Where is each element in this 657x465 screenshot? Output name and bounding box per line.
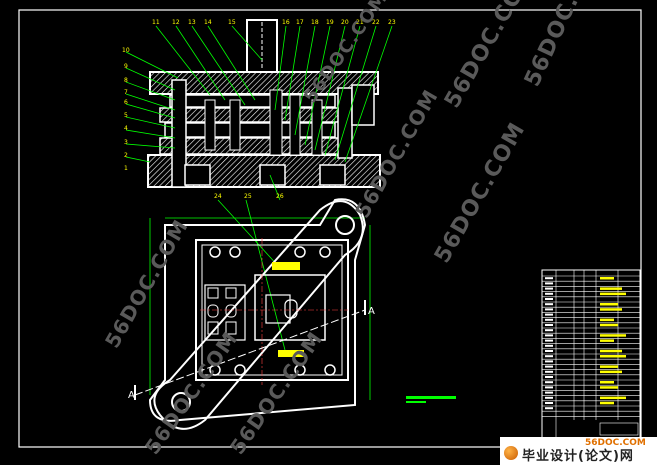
part-number-left: 7	[124, 89, 128, 96]
table-cell-text	[600, 386, 618, 389]
table-cell-text	[600, 401, 614, 405]
part-number-top: 22	[372, 19, 380, 26]
table-cell-text	[545, 391, 553, 394]
table-cell-text	[545, 407, 553, 410]
part-number-top: 16	[282, 19, 290, 26]
part-number-top: 21	[356, 19, 364, 26]
part-number-top: 17	[296, 19, 304, 26]
table-cell-text	[545, 376, 553, 378]
table-cell-text	[545, 287, 553, 290]
table-cell-text	[545, 402, 553, 404]
part-number-left: 3	[124, 139, 128, 146]
part-number-left: 10	[122, 47, 130, 54]
table-cell-text	[545, 360, 553, 363]
table-cell-text	[600, 365, 618, 368]
table-cell-text	[545, 313, 553, 316]
part-number-top: 14	[204, 19, 212, 26]
footer-banner: 56DOC.COM 毕业设计(论文)网	[500, 437, 657, 465]
table-cell-text	[545, 334, 553, 337]
table-cell-text	[600, 292, 626, 296]
part-number-top: 20	[341, 19, 349, 26]
part-number-top: 12	[172, 19, 180, 26]
table-cell-text	[600, 287, 622, 290]
part-number-top: 19	[326, 19, 334, 26]
table-cell-text	[545, 344, 553, 347]
part-number-top: 23	[388, 19, 396, 26]
table-cell-text	[600, 396, 626, 400]
part-number-left: 2	[124, 152, 128, 159]
part-number-top: 11	[152, 19, 160, 26]
table-cell-text	[545, 355, 553, 358]
part-number-top: 13	[188, 19, 196, 26]
part-number-top: 18	[311, 19, 319, 26]
plan-view	[134, 198, 456, 430]
table-cell-text	[545, 329, 553, 332]
table-cell-text	[600, 303, 618, 306]
table-cell-text	[600, 355, 626, 358]
table-cell-text	[545, 277, 553, 280]
table-cell-text	[545, 350, 553, 352]
brand-logo-icon	[504, 446, 518, 460]
table-cell-text	[545, 386, 553, 389]
drawing-frame	[18, 9, 642, 448]
table-cell-text	[545, 298, 553, 300]
table-cell-text	[545, 318, 553, 321]
table-cell-text	[545, 339, 553, 342]
part-number-left: 4	[124, 125, 128, 132]
section-mark-left: A	[128, 390, 135, 401]
part-labels: 11 12 13 14 15 16 17 18 19 20 21 22 23 1…	[122, 19, 396, 200]
table-cell-text	[600, 349, 622, 353]
part-number-left: 5	[124, 112, 128, 119]
table-cell-text	[545, 381, 553, 384]
table-cell-text	[545, 308, 553, 311]
part-number-left: 8	[124, 77, 128, 84]
part-number-left: 6	[124, 99, 128, 106]
plan-label: 24	[214, 193, 222, 200]
part-number-left: 1	[124, 165, 128, 172]
table-cell-text	[545, 396, 553, 399]
table-cell-text	[600, 370, 622, 374]
section-mark-right: A	[368, 306, 375, 317]
table-cell-text	[545, 292, 553, 295]
parts-list-table	[541, 269, 641, 439]
table-cell-text	[600, 323, 618, 327]
table-cell-text	[545, 365, 553, 368]
table-cell-text	[600, 277, 614, 280]
plan-label: 25	[244, 193, 252, 200]
footer-brand: 毕业设计(论文)网	[522, 449, 634, 464]
table-cell-text	[545, 370, 553, 373]
plan-label: 26	[276, 193, 284, 200]
section-view	[147, 19, 381, 188]
table-cell-text	[600, 339, 614, 342]
table-cell-text	[600, 318, 614, 322]
table-cell-text	[600, 334, 626, 337]
table-cell-text	[545, 324, 553, 326]
table-cell-text	[545, 282, 553, 285]
section-marks: A A	[128, 306, 375, 401]
part-number-top: 15	[228, 19, 236, 26]
table-cell-text	[545, 303, 553, 306]
part-number-left: 9	[124, 63, 128, 70]
footer-site: 56DOC.COM	[585, 438, 646, 448]
table-cell-text	[600, 381, 614, 384]
table-cell-text	[600, 308, 622, 311]
